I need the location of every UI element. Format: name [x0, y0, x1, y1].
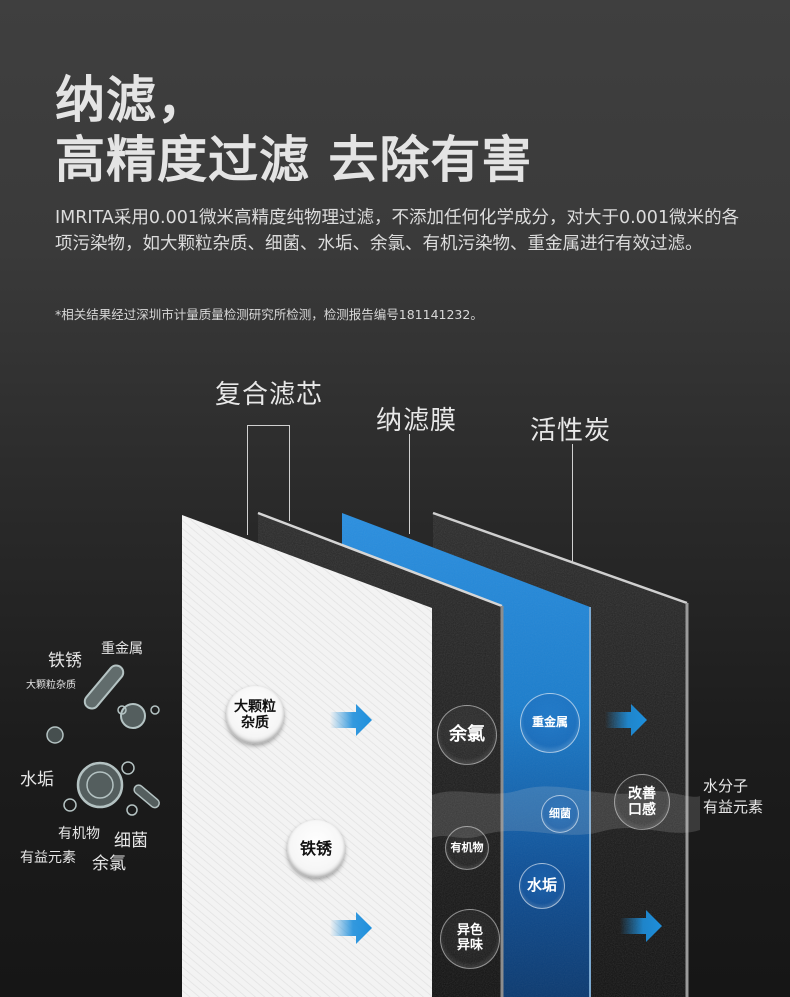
- flow-arrow-icon: [330, 912, 372, 944]
- leader-line: [247, 425, 248, 535]
- contaminant-bubble: 有机物: [445, 826, 489, 870]
- leader-line: [247, 425, 290, 426]
- output-label: 水分子 有益元素: [703, 777, 764, 816]
- contaminant-label: 余氯: [92, 854, 126, 874]
- contaminant-label: 铁锈: [48, 651, 82, 671]
- contaminant-label: 有益元素: [20, 850, 76, 866]
- layer-label-nanofiltration: 纳滤膜: [376, 406, 458, 436]
- layer-label-activated-carbon: 活性炭: [530, 416, 612, 446]
- title-line-1: 纳滤，: [55, 71, 208, 129]
- contaminant-particles-illustration: [46, 664, 160, 816]
- contaminant-bubble: 大颗粒杂质: [226, 686, 284, 744]
- contaminant-label: 水垢: [20, 770, 54, 790]
- leader-line: [289, 425, 290, 521]
- contaminant-bubble: 重金属: [520, 693, 580, 753]
- composite-filter-white-panel: [182, 515, 432, 997]
- contaminant-label: 细菌: [114, 831, 148, 851]
- contaminant-bubble: 铁锈: [287, 820, 345, 878]
- contaminant-label: 重金属: [101, 641, 143, 657]
- contaminant-bubble: 水垢: [519, 863, 565, 909]
- page-title: 纳滤， 高精度过滤 去除有害: [55, 70, 532, 190]
- layer-label-composite: 复合滤芯: [215, 380, 324, 410]
- contaminant-bubble: 余氯: [437, 705, 497, 765]
- contaminant-bubble: 细菌: [541, 795, 579, 833]
- flow-arrow-icon: [330, 704, 372, 736]
- contaminant-bubble: 异色异味: [440, 909, 500, 969]
- leader-line: [409, 434, 410, 534]
- benefit-bubble: 改善口感: [614, 774, 670, 830]
- flow-arrow-icon: [620, 910, 662, 942]
- contaminant-label: 有机物: [58, 826, 100, 842]
- leader-line: [572, 444, 573, 562]
- flow-arrow-icon: [605, 704, 647, 736]
- footnote-text: *相关结果经过深圳市计量质量检测研究所检测，检测报告编号181141232。: [55, 307, 483, 322]
- title-line-2: 高精度过滤 去除有害: [55, 131, 533, 189]
- description-text: IMRITA采用0.001微米高精度纯物理过滤，不添加任何化学成分，对大于0.0…: [55, 208, 740, 254]
- contaminant-label: 大颗粒杂质: [26, 680, 76, 691]
